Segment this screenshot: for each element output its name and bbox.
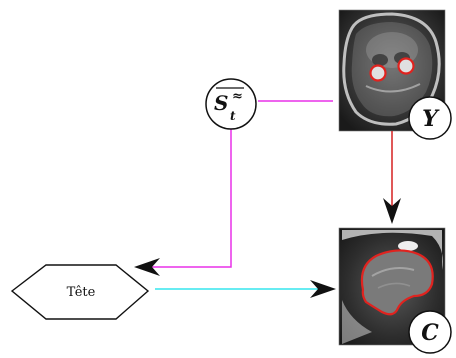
operator-superscript: ≈ [232,89,243,104]
tete-node: Tête [10,264,150,320]
mri-image-y [338,9,446,132]
operator-subscript: t [230,109,236,123]
label-y-node: Y [408,96,452,140]
label-c-node: C [408,310,452,354]
connector-operator-to-tete [150,128,232,268]
operator-node: S ≈ t [205,78,257,130]
operator-symbol: S [214,91,228,115]
label-y: Y [422,106,440,132]
arrowhead-down-icon [383,198,401,224]
arrowhead-right-icon [310,280,336,298]
arrowhead-left-icon [134,258,160,276]
label-c: C [421,320,439,346]
tete-label: Tête [67,285,96,300]
